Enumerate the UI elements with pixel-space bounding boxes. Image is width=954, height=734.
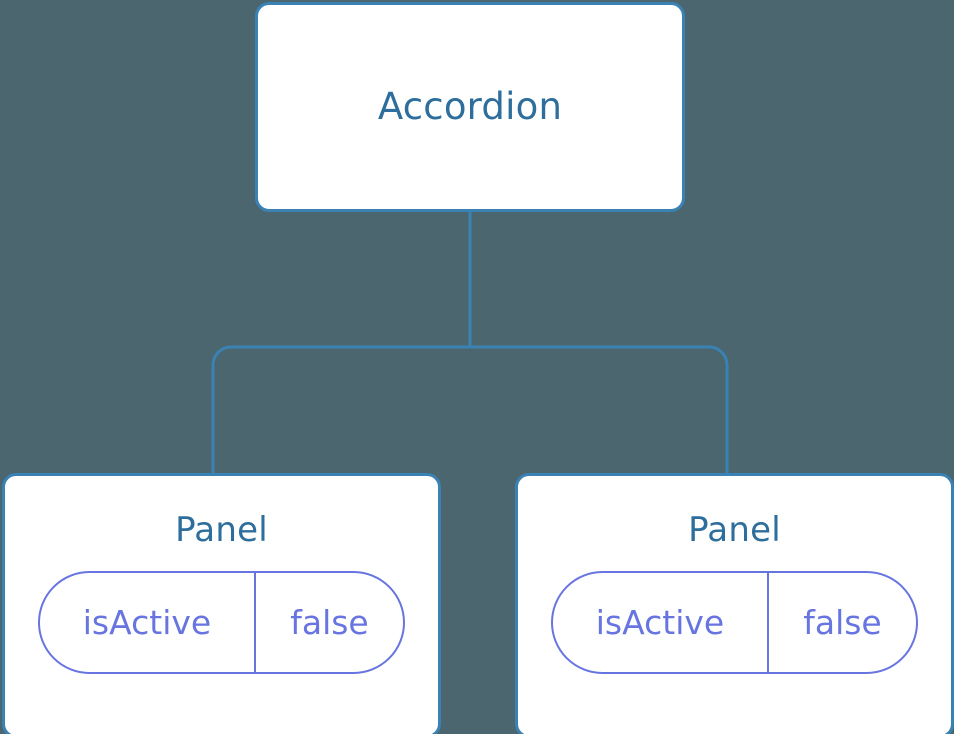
node-panel-right-title: Panel bbox=[688, 510, 781, 550]
state-key-label: isActive bbox=[40, 573, 256, 673]
node-panel-left[interactable]: Panel isActive false bbox=[2, 473, 441, 734]
state-badge-panel-right[interactable]: isActive false bbox=[551, 571, 918, 675]
node-panel-right[interactable]: Panel isActive false bbox=[515, 473, 954, 734]
state-badge-panel-left[interactable]: isActive false bbox=[38, 571, 405, 675]
node-accordion-title: Accordion bbox=[377, 84, 563, 128]
edge-accordion-to-panel-right bbox=[470, 345, 729, 476]
state-value-label: false bbox=[803, 603, 882, 643]
state-key-label: isActive bbox=[553, 573, 769, 673]
node-panel-left-title: Panel bbox=[175, 510, 268, 550]
state-value-label: false bbox=[290, 603, 369, 643]
edge-accordion-to-panel-left bbox=[211, 345, 470, 476]
node-accordion[interactable]: Accordion bbox=[255, 2, 685, 212]
